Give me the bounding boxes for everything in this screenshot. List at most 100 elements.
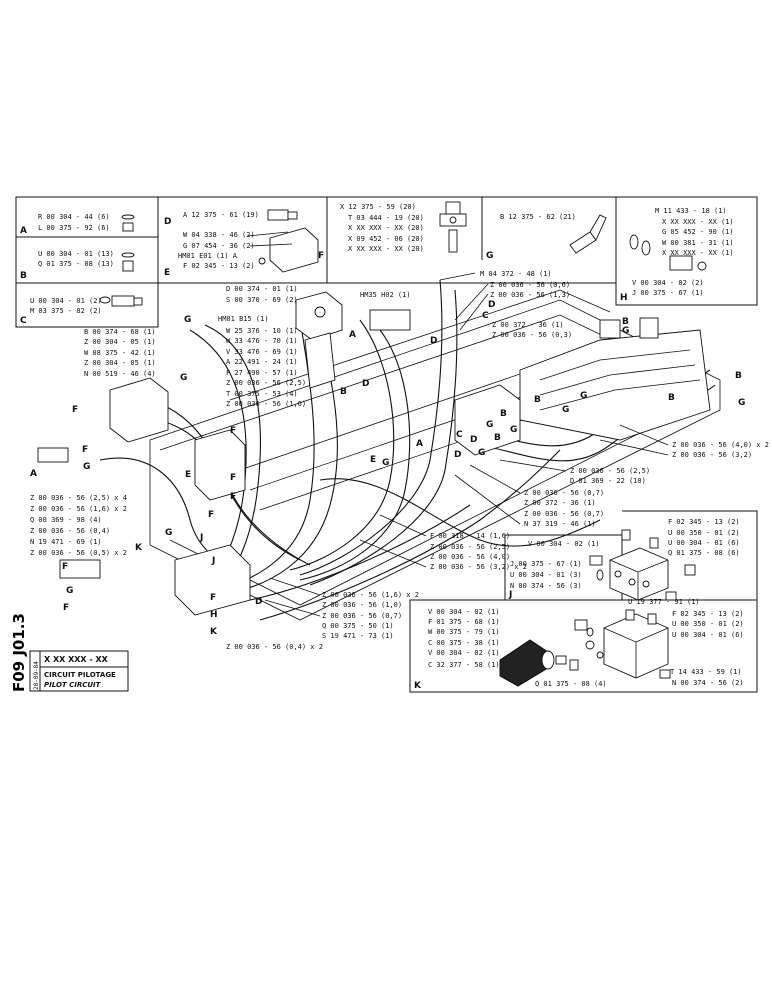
callout-label: A 22 491 - 24 (1) — [226, 358, 298, 366]
svg-text:D: D — [362, 379, 369, 389]
part-label: T 14 433 - 59 (1) — [670, 668, 742, 676]
svg-text:G: G — [738, 398, 745, 408]
box-letter-A: A — [20, 226, 27, 236]
part-label: F 02 345 - 13 (2) — [672, 610, 744, 618]
part-label: J 00 375 - 67 (1) — [632, 289, 704, 297]
svg-text:F: F — [62, 562, 68, 572]
callout-label: S 19 471 - 73 (1) — [322, 632, 394, 640]
svg-text:G: G — [382, 458, 389, 468]
callout-label: Z 00 036 - 56 (1,3) — [490, 291, 570, 299]
part-label: U 00 304 - 01 (6) — [672, 631, 744, 639]
callout-label: Q 00 375 - 50 (1) — [322, 622, 394, 630]
callout-label: Z 00 036 - 56 (2,5) — [570, 467, 650, 475]
svg-text:F: F — [82, 445, 88, 455]
part-label: V 00 304 - 02 (1) — [528, 540, 600, 548]
callout-label: Q 00 369 - 98 (4) — [30, 516, 102, 524]
fitting-icon — [111, 295, 135, 307]
svg-text:G: G — [510, 425, 517, 435]
box-letter-E: E — [164, 268, 170, 278]
seal-ring-icon — [99, 296, 111, 304]
seal-ring-icon — [629, 234, 639, 250]
callout-label: Z 00 036 - 56 (1,6) x 2 — [322, 591, 419, 599]
callout-label: Z 00 036 - 56 (1,6) x 2 — [30, 505, 127, 513]
svg-text:F: F — [230, 426, 236, 436]
svg-text:B: B — [735, 371, 742, 381]
part-label: U 00 304 - 01 (6) — [668, 539, 740, 547]
svg-text:G: G — [66, 586, 73, 596]
callout-label: D 01 369 - 22 (10) — [570, 477, 646, 485]
part-label: J 00 375 - 67 (1) — [510, 560, 582, 568]
callout-label: Z 00 036 - 56 (1,6) — [226, 400, 306, 408]
sheet-code: F09 J01.3 — [10, 613, 28, 692]
part-label: Q 01 375 - 08 (13) — [38, 260, 114, 268]
callout-label: Z 00 036 - 56 (0,6) — [490, 281, 570, 289]
part-label: N 00 374 - 56 (2) — [672, 679, 744, 687]
callout-label: F 00 318 - 14 (1,6) — [430, 532, 510, 540]
title-date: 28-09-84 — [33, 661, 40, 690]
svg-text:F: F — [63, 603, 69, 613]
box-letter-H: H — [620, 293, 628, 303]
svg-text:G: G — [622, 326, 629, 336]
svg-text:F: F — [230, 492, 236, 502]
svg-text:C: C — [456, 430, 463, 440]
part-label: R 00 304 - 44 (6) — [38, 213, 110, 221]
title-block — [29, 650, 129, 692]
callout-label: Z 00 036 - 56 (3,2) x 2 — [430, 563, 527, 571]
manifold-block-icon — [609, 547, 669, 601]
callout-label: D 00 374 - 01 (1) — [226, 285, 298, 293]
svg-text:A: A — [416, 439, 423, 449]
solenoid-block — [369, 309, 521, 456]
title-english: PILOT CIRCUIT — [44, 681, 102, 689]
callout-label: Z 00 036 - 56 (0,3) — [492, 331, 572, 339]
svg-text:D: D — [470, 435, 477, 445]
part-label: N 00 374 - 56 (3) — [510, 582, 582, 590]
detail-box-H — [615, 196, 758, 306]
svg-text:D: D — [255, 597, 262, 607]
part-label: X XX XXX - XX (1) — [662, 249, 734, 257]
part-label: W 00 381 - 31 (1) — [662, 239, 734, 247]
box-letter-B: B — [20, 271, 27, 281]
diagram-letters: A D B G G F F A G F F F E F G K J F F G … — [30, 300, 745, 637]
callout-label: Z 00 036 - 56 (2,5) x 4 — [30, 494, 127, 502]
part-label: Q 01 375 - 08 (4) — [535, 680, 607, 688]
detail-box-A-B-C — [15, 196, 159, 328]
svg-text:D: D — [488, 300, 495, 310]
pilot-valve-assembly — [295, 291, 343, 389]
part-label: X XX XXX - XX (1) — [662, 218, 734, 226]
svg-text:G: G — [478, 448, 485, 458]
fitting-icon — [122, 260, 134, 272]
part-label: F 01 375 - 68 (1) — [428, 618, 500, 626]
svg-text:F: F — [72, 405, 78, 415]
part-label: X 09 452 - 06 (20) — [348, 235, 424, 243]
svg-text:C: C — [482, 311, 489, 321]
callout-label: Z 00 036 - 56 (2,5) — [430, 543, 510, 551]
callout-label: Z 00 036 - 56 (4,0) — [430, 553, 510, 561]
box-letter-D: D — [164, 217, 171, 227]
svg-text:K: K — [135, 543, 143, 553]
callout-label: S 00 370 - 69 (2) — [226, 296, 298, 304]
part-label: U 00 350 - 01 (2) — [668, 529, 740, 537]
callout-label: Z 00 372 - 36 (1) — [492, 321, 564, 329]
part-label: V 00 304 - 02 (1) — [428, 608, 500, 616]
callout-label: Z 00 036 - 56 (0,4) x 2 — [226, 643, 323, 651]
callout-label: T 00 375 - 53 (4) — [226, 390, 298, 398]
callout-label: V 33 476 - 69 (1) — [226, 348, 298, 356]
box-letter-J: J — [508, 590, 512, 600]
part-label: U 00 304 - 01 (13) — [38, 250, 114, 258]
part-label: U 19 377 - 91 (1) — [628, 598, 700, 606]
callout-label: Z 00 036 - 56 (0,7) — [524, 510, 604, 518]
callout-label: Z 00 304 - 05 (1) — [84, 338, 156, 346]
callout-label: Z 00 036 - 56 (1,0) — [322, 601, 402, 609]
part-label: C 32 377 - 58 (1) — [428, 661, 500, 669]
seal-ring-icon — [121, 214, 135, 220]
part-label: Q 01 375 - 08 (6) — [668, 549, 740, 557]
callout-label: Z 00 036 - 56 (2,5) — [226, 379, 306, 387]
callout-label: Z 00 036 - 56 (0,4) — [30, 527, 110, 535]
callout-label: M 04 372 - 48 (1) — [480, 270, 552, 278]
callout-label: W 25 376 - 10 (1) — [226, 327, 298, 335]
callout-label: Z 00 036 - 56 (4,0) x 2 — [672, 441, 769, 449]
box-letter-K: K — [414, 681, 422, 691]
part-label: F 02 345 - 13 (2) — [668, 518, 740, 526]
svg-text:G: G — [83, 462, 90, 472]
